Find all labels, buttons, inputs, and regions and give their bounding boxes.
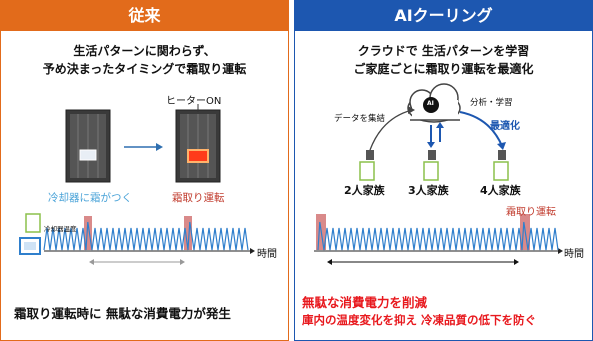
- conventional-footer: 霜取り運転時に 無駄な消費電力が発生: [14, 306, 231, 321]
- ai-badge: AI: [427, 100, 434, 107]
- ai-footer-1: 無駄な消費電力を削減: [302, 295, 428, 310]
- fridge-small-icon-3: [493, 150, 509, 181]
- conventional-header: 従来: [0, 0, 289, 31]
- family-label-2: 3人家族: [408, 184, 449, 197]
- ai-head-icon: [423, 97, 439, 113]
- ai-cooling-header: AIクーリング: [294, 0, 593, 31]
- ai-cooling-panel: AIクーリング クラウドで 生活パターンを学習 ご家庭ごとに霜取り運転を最適化: [294, 0, 593, 341]
- analyze-label: 分析・学習: [470, 98, 513, 108]
- conventional-illustration: [19, 104, 255, 265]
- ai-footer-2: 庫内の温度変化を抑え 冷凍品質の低下を防ぐ: [302, 313, 537, 327]
- family-label-3: 4人家族: [480, 184, 521, 197]
- ai-subtitle-1: クラウドで 生活パターンを学習: [357, 44, 530, 58]
- ai-time-label: 時間: [564, 249, 584, 260]
- time-label: 時間: [257, 249, 277, 260]
- defrost-label: 霜取り運転: [172, 192, 225, 204]
- conventional-panel: 従来 生活パターンに関わらず、 予め決まったタイミングで霜取り運転: [0, 0, 289, 341]
- conventional-subtitle-2: 予め決まったタイミングで霜取り運転: [42, 62, 247, 76]
- heater-on-label: ヒーターON: [166, 96, 222, 107]
- fridge-small-icon-1: [359, 150, 375, 181]
- family-label-1: 2人家族: [344, 184, 385, 197]
- frost-label: 冷却器に霜がつく: [48, 192, 132, 204]
- ai-defrost-label: 霜取り運転: [506, 207, 556, 218]
- collect-label: データを集結: [334, 114, 386, 124]
- fridge-small-icon-2: [423, 150, 439, 181]
- fridge-frost-icon: [65, 109, 111, 183]
- conventional-subtitle-1: 生活パターンに関わらず、: [73, 44, 216, 58]
- fridge-heater-icon: [175, 109, 221, 183]
- ai-subtitle-2: ご家庭ごとに霜取り運転を最適化: [353, 62, 534, 76]
- ai-illustration: [314, 83, 563, 265]
- cooler-temp-label: 冷却器温度: [44, 225, 77, 233]
- optimize-label: 最適化: [490, 121, 520, 132]
